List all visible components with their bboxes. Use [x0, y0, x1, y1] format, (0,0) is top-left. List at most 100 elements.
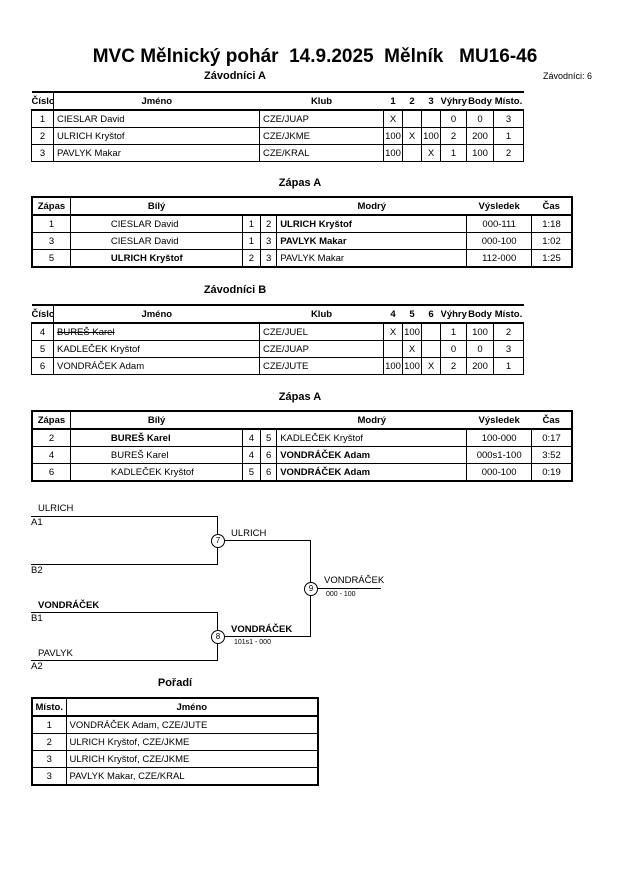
col-header: Bílý — [70, 197, 243, 216]
cell: ULRICH Kryštof — [53, 127, 260, 145]
table-row: 2 BUREŠ Karel 4 5 KADLEČEK Kryštof 100-0… — [31, 428, 573, 447]
cell: 2 — [260, 214, 278, 233]
cell: 0 — [440, 340, 467, 358]
col-header: Místo. — [493, 304, 524, 324]
table-row: 2 ULRICH Kryštof, CZE/JKME — [31, 733, 319, 751]
table-row: 6 KADLEČEK Kryštof 5 6 VONDRÁČEK Adam 00… — [31, 463, 573, 482]
cell: CZE/JUTE — [259, 357, 384, 375]
cell: 6 — [260, 446, 278, 464]
table-row: 4 BUREŠ Karel 4 6 VONDRÁČEK Adam 000s1-1… — [31, 446, 573, 464]
cell: 0:17 — [531, 428, 573, 447]
match-8-marker: 8 — [211, 630, 225, 644]
m7-winner: ULRICH — [231, 528, 267, 539]
cell: 3 — [31, 750, 67, 768]
cell: 000-100 — [466, 232, 533, 250]
cell: 100 — [402, 357, 422, 375]
cell: 2 — [493, 322, 524, 341]
m8-bottom-name: PAVLYK — [38, 648, 73, 659]
cell: X — [421, 144, 441, 162]
cell: PAVLYK Makar — [276, 249, 468, 268]
ranking-header-row: Místo. Jméno — [31, 697, 318, 717]
cell: 200 — [466, 357, 494, 375]
cell: 2 — [31, 428, 71, 447]
cell: 100 — [383, 127, 403, 145]
col-header: Místo. — [493, 91, 524, 111]
cell: KADLEČEK Kryštof — [53, 340, 260, 358]
col-header: Výhry — [440, 304, 467, 324]
cell: KADLEČEK Kryštof — [69, 463, 243, 482]
ranking-heading: Pořadí — [157, 677, 193, 689]
cell: 0:19 — [531, 463, 573, 482]
col-header: 6 — [421, 304, 441, 324]
cell: 3 — [31, 232, 71, 250]
group-a-table: Číslo Jméno Klub 1 2 3 Výhry Body Místo.… — [31, 91, 524, 162]
final-winner: VONDRÁČEK — [324, 575, 385, 586]
col-header: Body — [466, 91, 494, 111]
col-header: 5 — [402, 304, 422, 324]
matches-b-table: Zápas Bílý Modrý Výsledek Čas 2 BUREŠ Ka… — [31, 410, 573, 482]
cell: 0 — [440, 109, 467, 128]
cell: 4 — [241, 428, 262, 447]
col-header: 1 — [383, 91, 403, 111]
m8-top-name: VONDRÁČEK — [38, 600, 100, 611]
cell: 100 — [402, 322, 422, 341]
cell: X — [383, 109, 403, 128]
cell: CZE/JUAP — [259, 340, 384, 358]
m8-winner: VONDRÁČEK — [231, 624, 293, 635]
col-header: Jméno — [53, 91, 260, 111]
table-row: 3 ULRICH Kryštof, CZE/JKME — [31, 750, 319, 768]
cell: VONDRÁČEK Adam — [53, 357, 260, 375]
cell: 2 — [440, 357, 467, 375]
page-title: MVC Mělnický pohár 14.9.2025 Mělník MU16… — [92, 46, 538, 67]
cell: CIESLAR David — [69, 214, 243, 233]
cell: 1:18 — [531, 214, 573, 233]
col-header — [260, 197, 277, 216]
matches-b-header-row: Zápas Bílý Modrý Výsledek Čas — [31, 410, 572, 430]
cell: 6 — [260, 463, 278, 482]
cell: ULRICH Kryštof — [276, 214, 468, 233]
cell: 5 — [241, 463, 262, 482]
col-header: Modrý — [276, 197, 467, 216]
m8-top-seed: B1 — [31, 613, 43, 624]
cell: 5 — [31, 340, 54, 358]
col-header: Čas — [531, 411, 572, 430]
cell: 1:25 — [531, 249, 573, 268]
cell: 0 — [466, 340, 494, 358]
table-row: 3 PAVLYK Makar CZE/KRAL 100 X 1 100 2 — [31, 144, 524, 162]
cell: 6 — [31, 357, 54, 375]
bracket-line — [31, 612, 218, 613]
table-row: 4 BUREŠ Karel CZE/JUEL X 100 1 100 2 — [31, 322, 524, 341]
group-a-heading: Závodníci A — [204, 70, 266, 82]
cell: 3 — [493, 340, 524, 358]
col-header: Modrý — [276, 411, 467, 430]
cell: ULRICH Kryštof, CZE/JKME — [65, 750, 319, 768]
cell: PAVLYK Makar, CZE/KRAL — [65, 767, 319, 786]
cell — [421, 109, 441, 128]
bracket-line — [31, 516, 218, 517]
col-header — [242, 197, 261, 216]
col-header: Zápas — [31, 410, 71, 430]
bracket-line — [31, 564, 218, 565]
cell: 1:02 — [531, 232, 573, 250]
cell: PAVLYK Makar — [53, 144, 260, 162]
cell: PAVLYK Makar — [276, 232, 468, 250]
cell: CZE/JKME — [259, 127, 384, 145]
cell: 5 — [260, 428, 278, 447]
cell: BUREŠ Karel — [69, 428, 243, 447]
table-row: 6 VONDRÁČEK Adam CZE/JUTE 100 100 X 2 20… — [31, 357, 524, 375]
col-header: Body — [466, 304, 494, 324]
cell: BUREŠ Karel — [69, 446, 243, 464]
col-header: Místo. — [31, 697, 67, 717]
cell: 100 — [466, 144, 494, 162]
cell: 1 — [493, 357, 524, 375]
cell: 4 — [31, 322, 54, 341]
final-score: 000 - 100 — [326, 591, 356, 598]
bracket-line — [217, 540, 311, 541]
cell: VONDRÁČEK Adam — [276, 463, 468, 482]
col-header: 4 — [383, 304, 403, 324]
cell: X — [421, 357, 441, 375]
bracket-line — [310, 588, 381, 589]
cell — [421, 322, 441, 341]
col-header: Jméno — [66, 698, 318, 717]
ranking-table: Místo. Jméno 1 VONDRÁČEK Adam, CZE/JUTE … — [31, 697, 319, 786]
